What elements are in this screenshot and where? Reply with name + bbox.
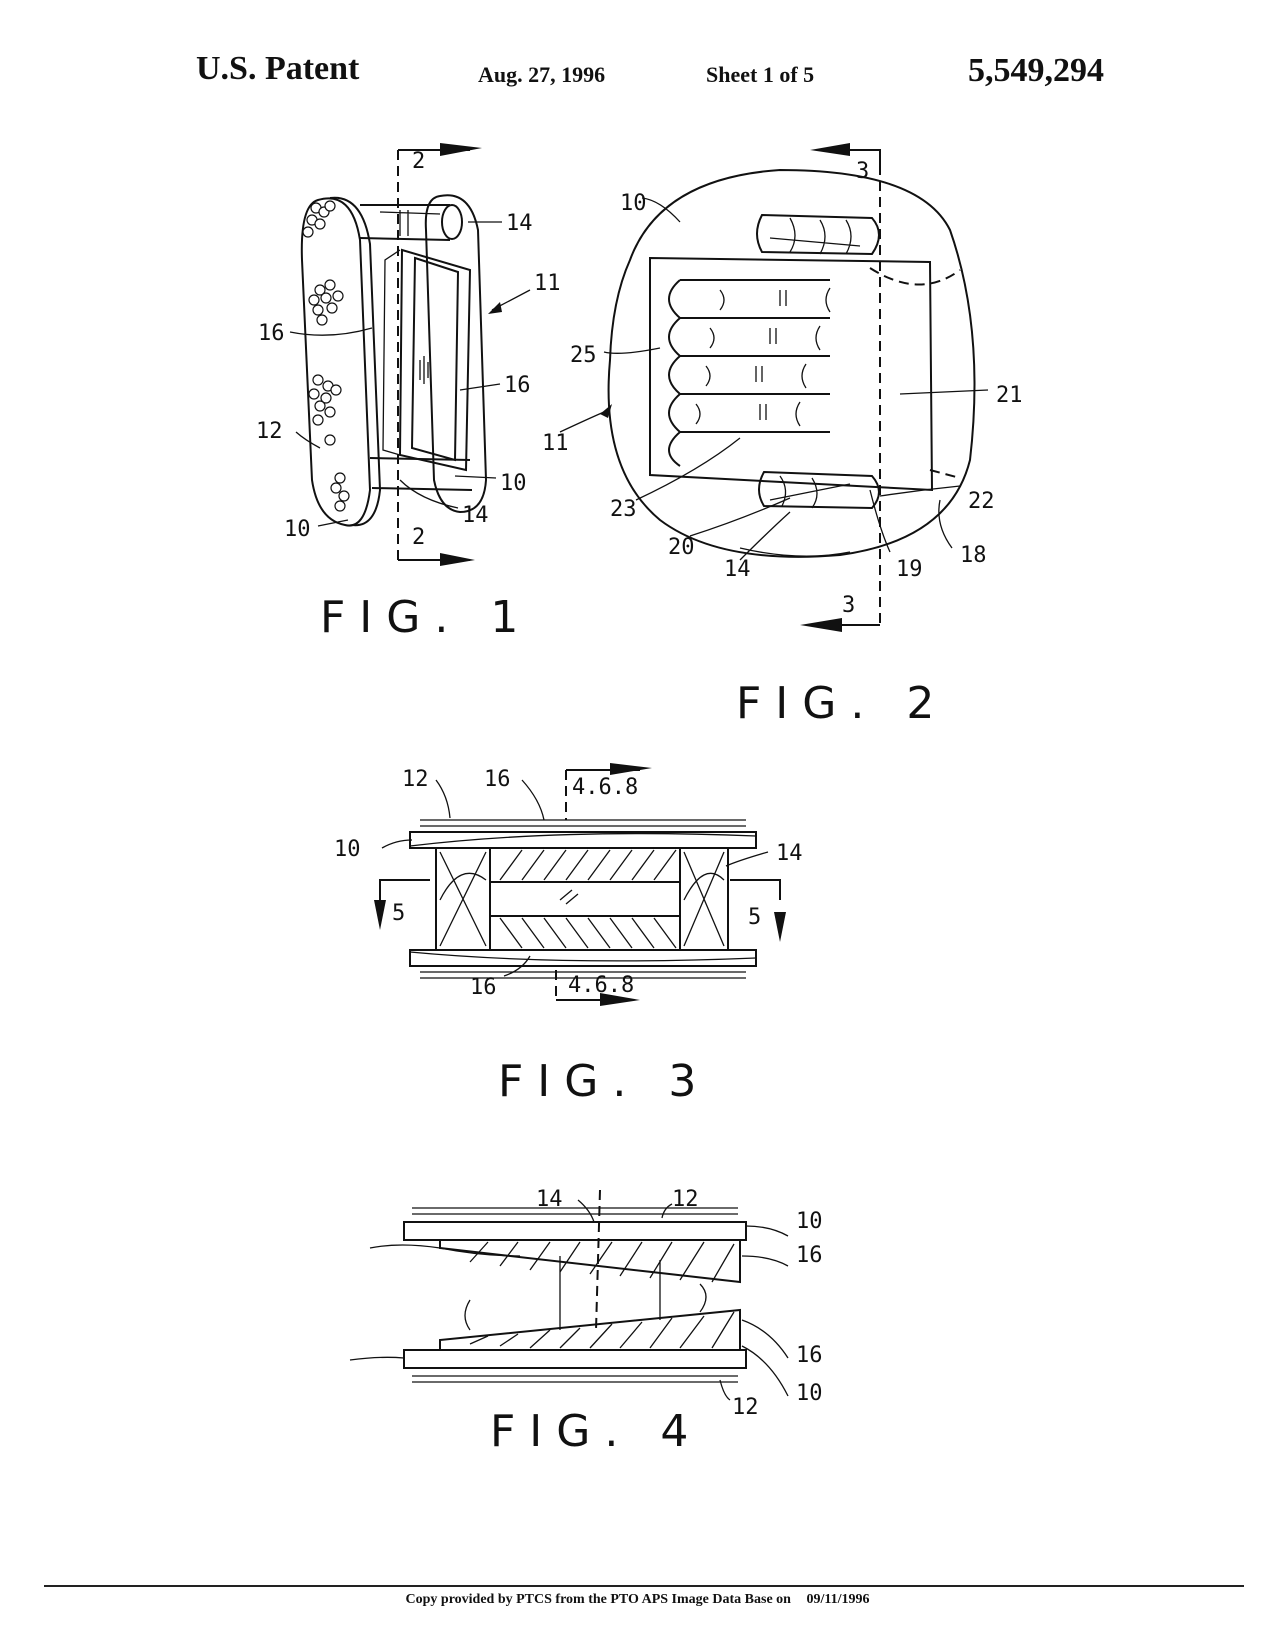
fig1-label-10-right: 10 [500, 471, 527, 496]
fig2-label-section-top: 3 [856, 159, 869, 184]
fig1-label-section-bottom: 2 [412, 525, 425, 550]
figure-3-drawing [374, 763, 786, 1006]
figure-1-drawing [289, 143, 531, 566]
figure-4-drawing [349, 1189, 789, 1401]
fig4-label-10-top: 10 [796, 1209, 823, 1234]
fig2-label-section-bottom: 3 [842, 593, 855, 618]
fig1-label-10-left: 10 [284, 517, 311, 542]
patent-number: 5,549,294 [968, 52, 1104, 89]
fig4-label-12-bottom: 12 [732, 1395, 759, 1420]
fig3-label-5-right: 5 [748, 905, 761, 930]
fig2-label-19: 19 [896, 557, 923, 582]
fig2-label-11: 11 [542, 431, 569, 456]
footer-divider [44, 1585, 1244, 1587]
fig4-caption: FIG. 4 [490, 1406, 702, 1457]
fig2-label-23: 23 [610, 497, 637, 522]
fig4-label-16-bottom: 16 [796, 1343, 823, 1368]
fig3-label-12: 12 [402, 767, 429, 792]
fig2-label-25: 25 [570, 343, 597, 368]
patent-title: U.S. Patent [196, 50, 360, 87]
fig1-label-16-left: 16 [258, 321, 285, 346]
fig3-label-16-bottom: 16 [470, 975, 497, 1000]
fig4-label-16-top: 16 [796, 1243, 823, 1268]
footer-text: Copy provided by PTCS from the PTO APS I… [405, 1592, 791, 1607]
sheet-number: Sheet 1 of 5 [706, 62, 815, 87]
fig3-label-16-top: 16 [484, 767, 511, 792]
fig3-label-section-bottom: 4.6.8 [568, 973, 634, 998]
fig2-label-10: 10 [620, 191, 647, 216]
figure-2-drawing [559, 143, 989, 632]
fig4-label-14: 14 [536, 1187, 563, 1212]
footer: Copy provided by PTCS from the PTO APS I… [0, 1592, 1275, 1608]
fig1-label-14-bottom: 14 [462, 503, 489, 528]
fig2-label-18: 18 [960, 543, 987, 568]
fig3-label-10: 10 [334, 837, 361, 862]
fig4-label-10-bottom: 10 [796, 1381, 823, 1406]
fig3-caption: FIG. 3 [498, 1056, 710, 1107]
fig1-label-14-top: 14 [506, 211, 533, 236]
fig2-label-22: 22 [968, 489, 995, 514]
fig2-caption: FIG. 2 [736, 678, 948, 729]
fig1-label-12: 12 [256, 419, 283, 444]
fig2-label-20: 20 [668, 535, 695, 560]
fig2-label-14: 14 [724, 557, 751, 582]
patent-date: Aug. 27, 1996 [478, 62, 606, 87]
footer-date: 09/11/1996 [806, 1592, 870, 1607]
fig2-label-21: 21 [996, 383, 1023, 408]
fig3-label-5-left: 5 [392, 901, 405, 926]
fig1-label-section-top: 2 [412, 149, 425, 174]
fig1-caption: FIG. 1 [320, 592, 532, 643]
fig1-label-11: 11 [534, 271, 561, 296]
fig3-label-section-top: 4.6.8 [572, 775, 638, 800]
fig4-label-12-top: 12 [672, 1187, 699, 1212]
fig3-label-14: 14 [776, 841, 803, 866]
fig1-label-16-right: 16 [504, 373, 531, 398]
